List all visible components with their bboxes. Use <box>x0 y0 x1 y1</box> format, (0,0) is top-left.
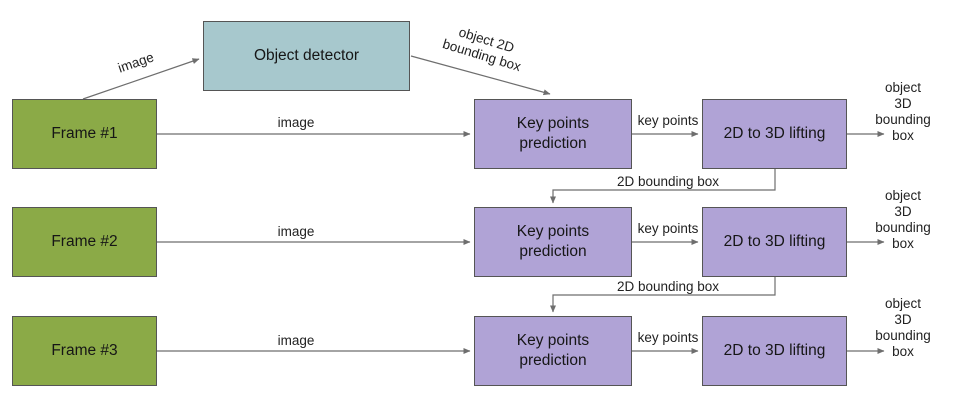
keypoints-prediction-3-box: Key points prediction <box>474 316 632 386</box>
edge-label-object-3d-bounding-box-3: object 3D bounding box <box>875 296 931 359</box>
keypoints-prediction-1-box: Key points prediction <box>474 99 632 169</box>
edge-label-object-3d-bounding-box-1: object 3D bounding box <box>875 80 931 143</box>
frame-2-box: Frame #2 <box>12 207 157 277</box>
edge-label-key-points-1: key points <box>637 113 699 128</box>
edge-label-object-3d-bounding-box-2: object 3D bounding box <box>875 188 931 251</box>
edge-label-image-3: image <box>277 333 315 348</box>
elbow-lifting1-to-keypoints2 <box>550 169 776 204</box>
object-detector-box: Object detector <box>203 21 410 91</box>
edge-label-image-2: image <box>277 224 315 239</box>
edge-label-2d-bounding-box-1: 2D bounding box <box>616 174 720 189</box>
elbow-lifting2-to-keypoints3 <box>550 277 776 313</box>
edge-label-key-points-3: key points <box>637 330 699 345</box>
edge-label-key-points-2: key points <box>637 221 699 236</box>
keypoints-prediction-2-box: Key points prediction <box>474 207 632 277</box>
arrow-frame1-to-detector <box>82 58 200 100</box>
edge-label-image-1: image <box>277 115 315 130</box>
edge-label-2d-bounding-box-2: 2D bounding box <box>616 279 720 294</box>
lifting-2-box: 2D to 3D lifting <box>702 207 847 277</box>
frame-1-box: Frame #1 <box>12 99 157 169</box>
arrow-detector-to-keypoints1 <box>410 55 551 96</box>
frame-3-box: Frame #3 <box>12 316 157 386</box>
lifting-3-box: 2D to 3D lifting <box>702 316 847 386</box>
lifting-1-box: 2D to 3D lifting <box>702 99 847 169</box>
